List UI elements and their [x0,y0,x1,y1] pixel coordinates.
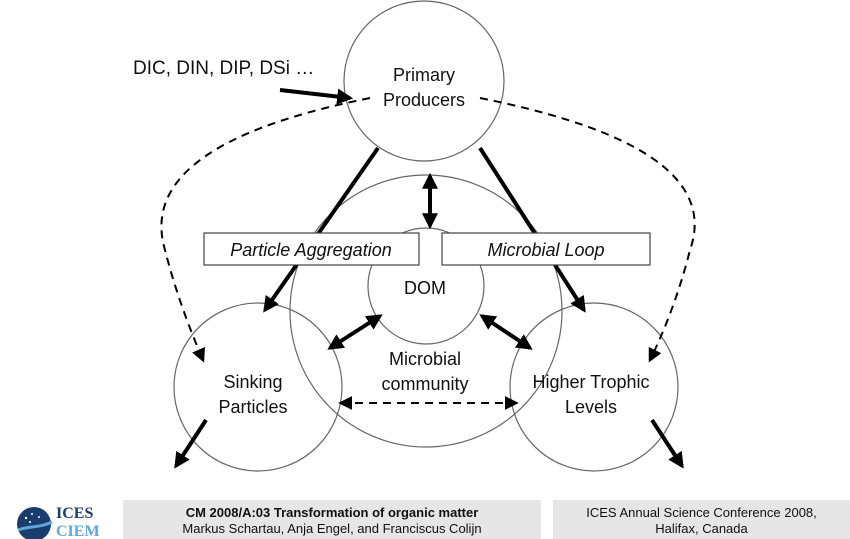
microbial-loop-box: Microbial Loop [441,232,651,266]
primary-producers-circle [343,0,505,162]
nutrient-input-label: DIC, DIN, DIP, DSi … [133,58,314,79]
producers-to-higher-trophic-arrow [478,146,586,313]
microbial-community-label-line1: Microbial [389,349,461,369]
dom-higher-trophic-arrow [479,314,533,350]
footer-paper-info: CM 2008/A:03 Transformation of organic m… [123,500,541,539]
paper-authors: Markus Schartau, Anja Engel, and Francis… [182,521,482,536]
dashed-producers-to-sinking [160,97,371,363]
logo-ciem-text: CIEM [56,523,100,539]
higher-trophic-export-arrow [650,418,684,469]
primary-producers-label-line1: Primary [393,65,455,85]
particle-aggregation-box: Particle Aggregation [203,232,420,266]
globe-icon [17,507,51,539]
higher-trophic-circle [509,302,679,472]
sinking-particles-label-line2: Particles [218,397,287,417]
conference-location: Halifax, Canada [655,521,748,536]
carbon-flow-diagram: Particle Aggregation Microbial Loop DIC,… [133,0,696,472]
paper-title: CM 2008/A:03 Transformation of organic m… [185,505,479,520]
sinking-particles-label-line1: Sinking [223,372,282,392]
logo-ices-text: ICES [56,505,93,522]
particle-aggregation-label: Particle Aggregation [230,240,391,260]
higher-trophic-label-line2: Levels [565,397,617,417]
microbial-community-label-line2: community [381,374,468,394]
dashed-producers-to-higher-trophic [479,97,696,363]
dom-sinking-arrow [327,314,383,350]
sinking-export-arrow [174,418,208,469]
conference-name: ICES Annual Science Conference 2008, [586,505,817,520]
higher-trophic-label-line1: Higher Trophic [532,372,649,392]
sinking-particles-circle [173,302,343,472]
ices-logo: ICES CIEM [17,505,100,539]
microbial-loop-label: Microbial Loop [487,240,604,260]
nutrient-input-arrow [279,88,354,105]
dom-label: DOM [404,278,446,298]
producers-to-sinking-arrow [263,146,380,313]
footer-conference-info: ICES Annual Science Conference 2008, Hal… [553,500,850,539]
primary-producers-label-line2: Producers [383,90,465,110]
